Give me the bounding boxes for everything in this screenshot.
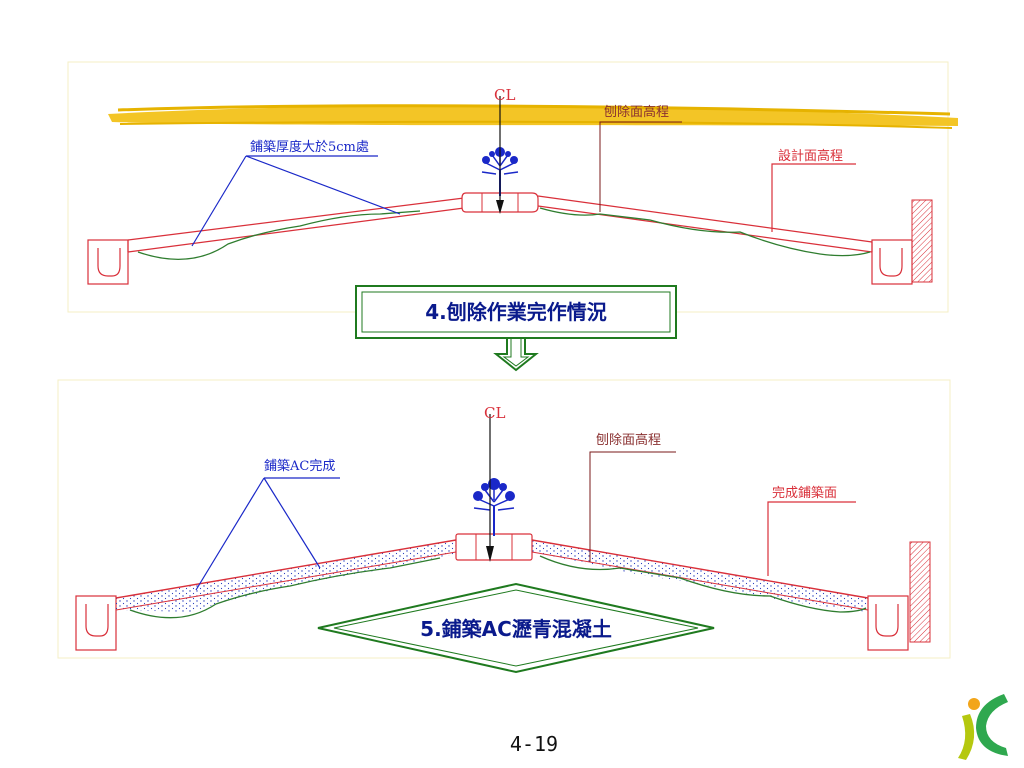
median-2 [455, 533, 533, 561]
milled-bottom [137, 207, 871, 261]
centerline: CL [494, 86, 515, 214]
step-5-box: 5.鋪築AC瀝青混凝土 [317, 582, 715, 674]
road-surface [127, 195, 873, 253]
centerline-2: CL [484, 404, 505, 562]
retaining-wall-2 [909, 541, 931, 643]
label-finished-surface: 完成鋪築面 [772, 485, 837, 501]
tree-icon-2 [473, 478, 515, 536]
right-gutter [871, 239, 913, 285]
retaining-wall [911, 199, 933, 283]
panel-1: CL 刨除面高程 設計面高程 鋪築厚度大於5cm處 [67, 61, 958, 313]
step-5-title: 5.鋪築AC瀝青混凝土 [420, 617, 612, 641]
ac-layer [115, 539, 869, 612]
cl-mark-2: CL [484, 404, 505, 422]
cl-mark: CL [494, 86, 515, 104]
left-gutter-2 [75, 595, 117, 651]
logo-icon [958, 694, 1008, 760]
step-4-title: 4.刨除作業完作情況 [425, 300, 607, 324]
label-design-elevation: 設計面高程 [778, 148, 843, 164]
leaders-panel-1 [191, 121, 856, 247]
leaders-panel-2 [195, 451, 856, 591]
label-milling-elevation-1: 刨除面高程 [604, 104, 669, 120]
down-arrow-icon [493, 337, 539, 372]
milled-bottom-2 [129, 555, 867, 619]
panel-2: CL 刨除面高程 完成鋪築面 鋪築AC完成 [57, 379, 951, 659]
page-number: 4-19 [510, 732, 558, 756]
left-gutter [87, 239, 129, 285]
highlighter-stroke [108, 104, 958, 129]
right-gutter-2 [867, 595, 909, 651]
step-4-box: 4.刨除作業完作情況 [355, 285, 677, 339]
label-ac-done: 鋪築AC完成 [264, 458, 335, 474]
label-milling-elevation-2: 刨除面高程 [596, 432, 661, 448]
label-thick-paving: 鋪築厚度大於5cm處 [250, 139, 369, 155]
